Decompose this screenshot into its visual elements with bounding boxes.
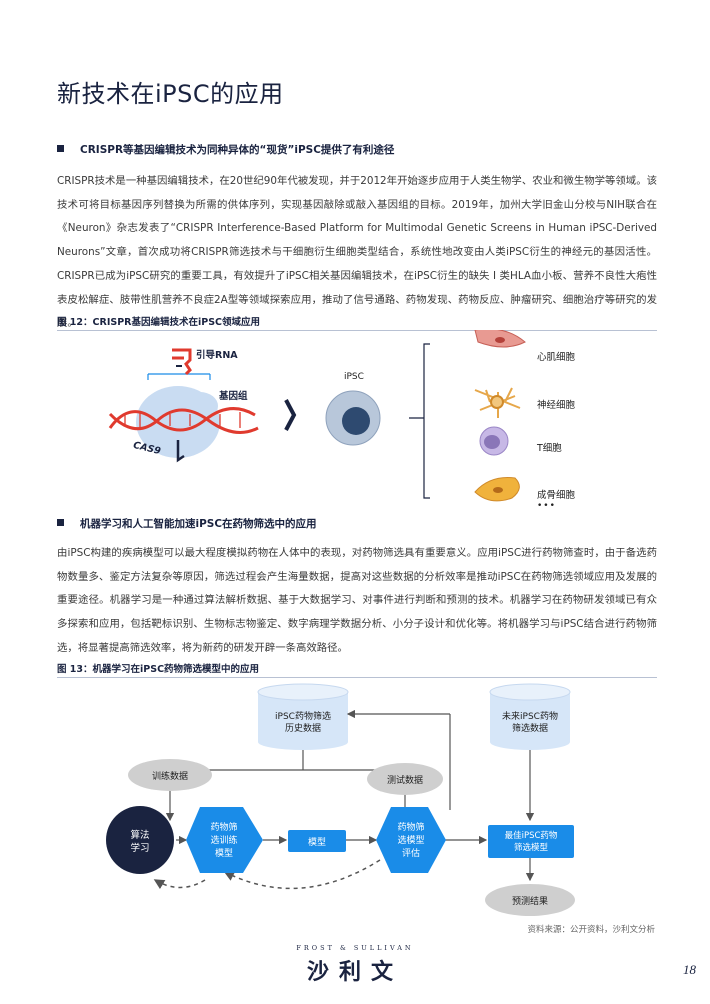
db-future-line1: 未来iPSC药物 <box>502 712 558 722</box>
cell-label-osteoblast: 成骨细胞 <box>537 490 576 501</box>
best-model-node <box>488 825 574 858</box>
cas9-blob-part <box>182 392 218 420</box>
db-history-label: iPSC药物筛选 历史数据 <box>258 711 348 735</box>
section1-paragraph: CRISPR技术是一种基因编辑技术，在20世纪90年代被发现，并于2012年开始… <box>57 175 657 330</box>
eval-model-node <box>376 807 446 873</box>
eval-line2: 选模型 <box>397 836 425 846</box>
brand-logo-en: FROST & SULLIVAN <box>296 944 414 952</box>
figure12-caption: 图 12：CRISPR基因编辑技术在iPSC领域应用 <box>57 317 261 328</box>
section1-heading-text: CRISPR等基因编辑技术为同种异体的“现货”iPSC提供了有利途径 <box>80 144 395 156</box>
train-data-label: 训练数据 <box>151 772 188 782</box>
best-model-label: 最佳iPSC药物 筛选模型 <box>488 830 574 854</box>
bullet-square-icon <box>57 145 64 152</box>
db-history-line1: iPSC药物筛选 <box>275 712 331 722</box>
section2-paragraph: 由iPSC构建的疾病模型可以最大程度模拟药物在人体中的表现，对药物筛选具有重要意… <box>57 547 657 654</box>
brand-logo-cn: 沙利文 <box>306 959 403 985</box>
train-model-line2: 选训练 <box>210 836 238 846</box>
db-future-icon <box>489 683 571 750</box>
eval-line1: 药物筛 <box>397 823 425 833</box>
algorithm-node <box>106 806 174 874</box>
db-history-icon <box>257 683 349 750</box>
algorithm-label: 算法 学习 <box>106 829 174 855</box>
train-model-label: 药物筛 选训练 模型 <box>190 822 258 861</box>
cell-list-ellipsis: ••• <box>537 501 556 511</box>
guide-rna-bracket <box>147 373 211 380</box>
algorithm-line2: 学习 <box>130 843 150 854</box>
prediction-node <box>485 884 575 916</box>
best-model-line1: 最佳iPSC药物 <box>504 831 558 841</box>
cell-label-t-cell: T细胞 <box>537 443 562 454</box>
train-data-node <box>128 759 212 791</box>
figure13-diagram <box>106 683 575 916</box>
figure13-caption: 图 13：机器学习在iPSC药物筛选模型中的应用 <box>57 664 260 675</box>
test-data-node <box>367 763 443 795</box>
neuron-icon <box>474 387 521 418</box>
algorithm-line1: 算法 <box>130 830 150 841</box>
dna-helix-icon <box>108 407 259 463</box>
guide-rna-label: 引导RNA <box>196 350 238 361</box>
feedback-arrow-train <box>153 879 206 890</box>
figure13-divider <box>57 677 657 678</box>
ipsc-nucleus <box>342 407 370 435</box>
cell-type-bracket <box>409 343 430 499</box>
model-label: 模型 <box>307 838 326 848</box>
eval-model-label: 药物筛 选模型 评估 <box>380 822 442 861</box>
best-model-line2: 筛选模型 <box>513 843 548 853</box>
section2-heading-text: 机器学习和人工智能加速iPSC在药物筛选中的应用 <box>80 518 317 530</box>
train-model-line3: 模型 <box>214 849 233 859</box>
ipsc-label: iPSC <box>344 372 364 382</box>
page-title: 新技术在iPSC的应用 <box>57 80 284 108</box>
db-future-line2: 筛选数据 <box>511 724 548 734</box>
db-future-label: 未来iPSC药物 筛选数据 <box>490 711 570 735</box>
train-model-node <box>186 807 263 873</box>
cell-label-neuron: 神经细胞 <box>537 400 576 411</box>
source-note: 资料来源：公开资料，沙利文分析 <box>527 925 655 935</box>
prediction-label: 预测结果 <box>511 897 548 907</box>
genome-label: 基因组 <box>219 391 248 402</box>
db-history-line2: 历史数据 <box>284 724 321 734</box>
model-node <box>288 830 346 852</box>
cell-label-cardiomyocyte: 心肌细胞 <box>537 352 576 363</box>
figure12-divider <box>57 330 657 331</box>
bullet-square-icon <box>57 519 64 526</box>
page-number: 18 <box>683 962 696 977</box>
figure12-diagram <box>108 330 526 502</box>
eval-line3: 评估 <box>401 849 420 859</box>
section1-heading: CRISPR等基因编辑技术为同种异体的“现货”iPSC提供了有利途径 <box>57 142 394 157</box>
train-model-line1: 药物筛 <box>210 823 238 833</box>
guide-rna-icon <box>172 348 192 376</box>
test-data-label: 测试数据 <box>386 776 423 786</box>
chevron-right-icon <box>284 399 297 431</box>
section2-heading: 机器学习和人工智能加速iPSC在药物筛选中的应用 <box>57 516 317 531</box>
